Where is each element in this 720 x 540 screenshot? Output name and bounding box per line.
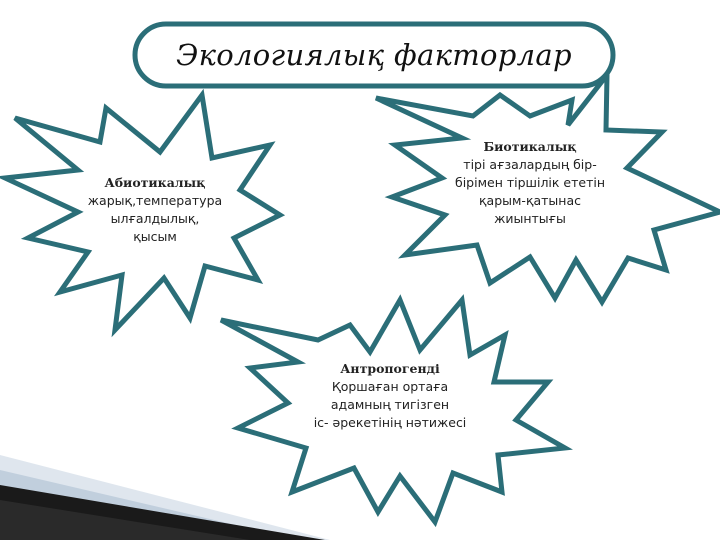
- biotic-line: жиынтығы: [494, 211, 566, 226]
- title-ellipse: [132, 21, 616, 89]
- anthropogenic-line: Қоршаған ортаға: [331, 379, 449, 394]
- biotic-line: бірімен тіршілік ететін: [454, 175, 606, 190]
- abiotic-line: ылғалдылық,: [110, 211, 200, 226]
- anthropogenic-star: [219, 294, 573, 528]
- abiotic-factor-text: Абиотикалық жарық,температура ылғалдылық…: [55, 174, 255, 246]
- abiotic-heading: Абиотикалық: [104, 175, 206, 190]
- anthropogenic-line: адамның тигізген: [330, 397, 450, 412]
- biotic-factor-text: Биотикалық тірі ағзалардың бір- бірімен …: [430, 138, 630, 228]
- biotic-heading: Биотикалық: [483, 139, 577, 154]
- anthropogenic-line: іс- әрекетінің нәтижесі: [313, 415, 467, 430]
- anthropogenic-factor-text: Антропогенді Қоршаған ортаға адамның тиг…: [280, 360, 500, 432]
- corner-decoration: [0, 455, 330, 540]
- biotic-star: [374, 67, 720, 307]
- abiotic-line: жарық,температура: [87, 193, 223, 208]
- abiotic-star: [0, 88, 286, 338]
- abiotic-line: қысым: [133, 229, 177, 244]
- diagram-title: Экологиялық факторлар: [176, 38, 572, 72]
- biotic-line: тірі ағзалардың бір-: [463, 157, 597, 172]
- anthropogenic-heading: Антропогенді: [340, 361, 440, 376]
- biotic-line: қарым-қатынас: [478, 193, 582, 208]
